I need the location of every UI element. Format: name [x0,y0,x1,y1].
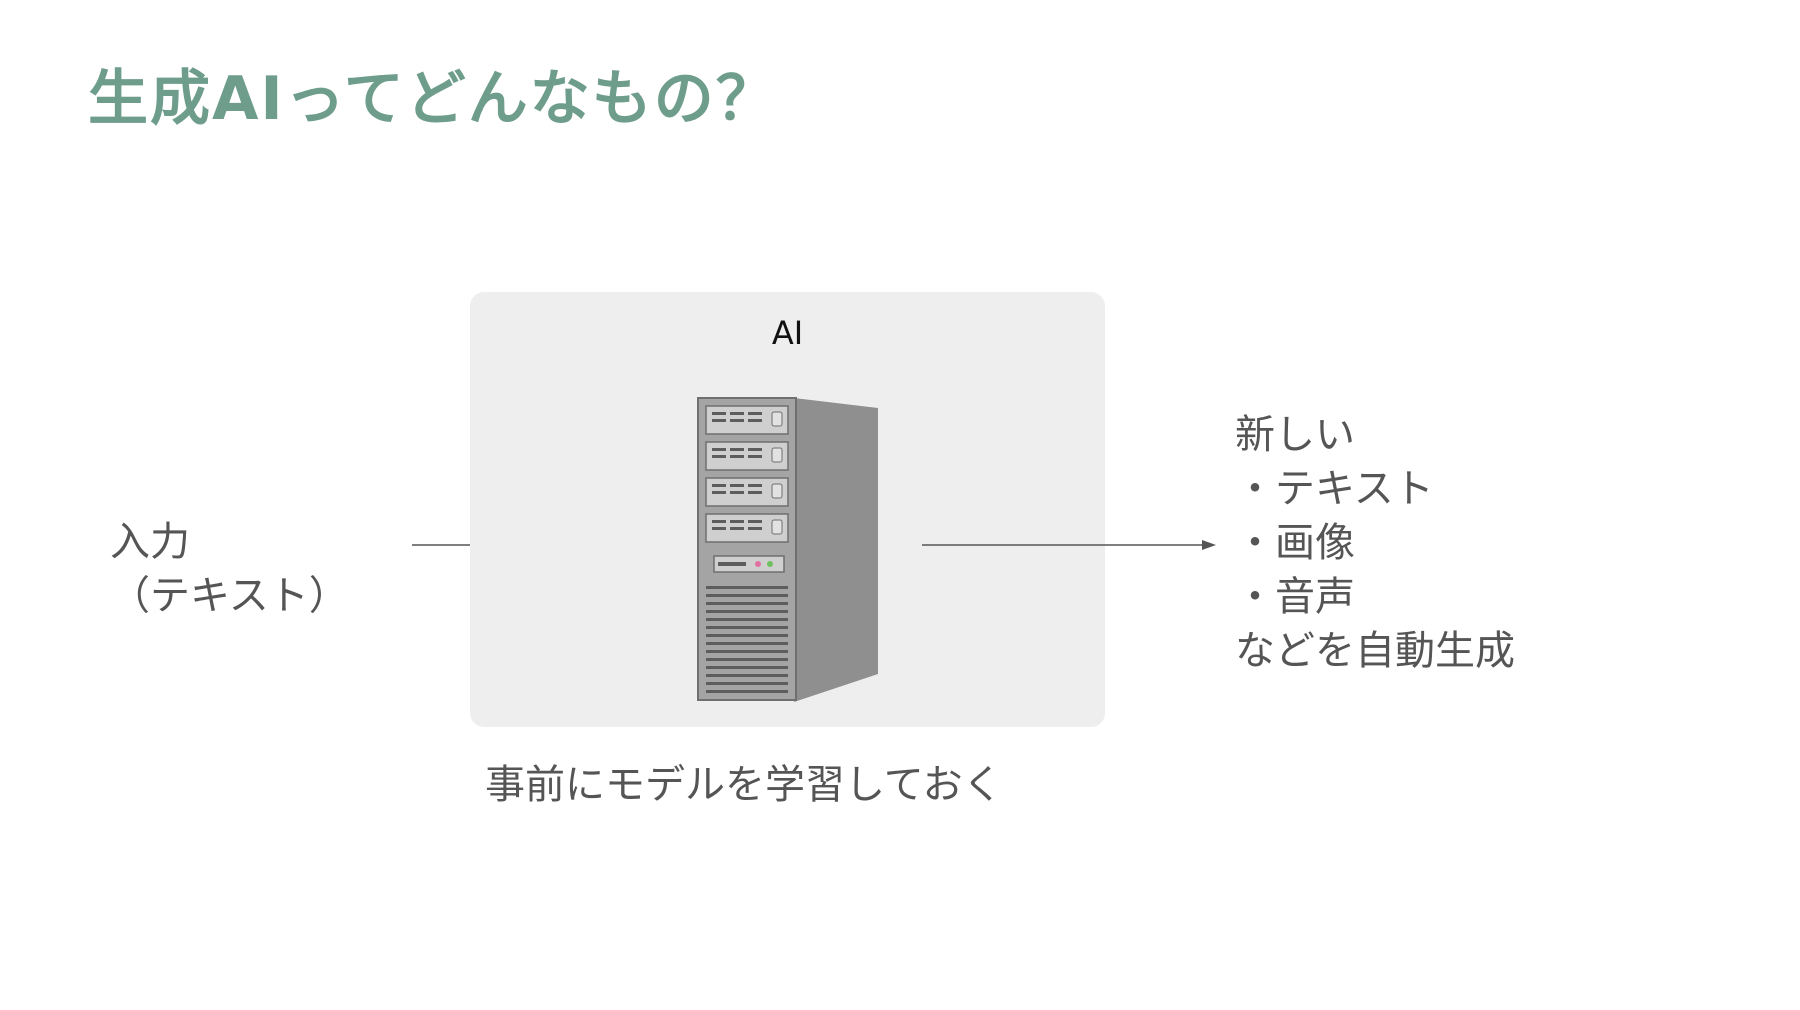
output-intro: 新しい [1235,412,1355,458]
input-label: 入力 （テキスト） [110,515,349,623]
output-arrow [922,540,1216,550]
training-caption: 事前にモデルを学習しておく [485,762,1003,808]
ai-box: AI [470,292,1105,727]
output-item-audio: ・音声 [1235,574,1355,620]
output-outro: などを自動生成 [1235,628,1515,674]
ai-label: AI [771,314,804,352]
output-item-image: ・画像 [1235,520,1355,566]
page-title: 生成AIってどんなもの？ [88,64,778,134]
output-list: 新しい ・テキスト ・画像 ・音声 などを自動生成 [1235,408,1515,678]
input-label-line2: （テキスト） [110,573,349,619]
output-item-text: ・テキスト [1235,466,1434,512]
input-label-line1: 入力 [110,519,190,565]
server-icon [697,397,878,702]
